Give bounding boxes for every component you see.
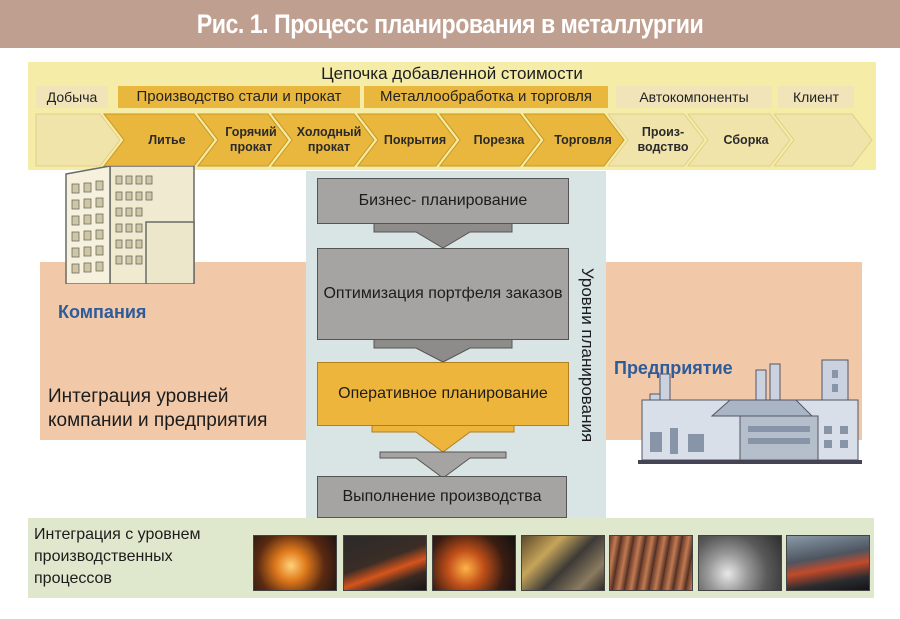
step-cutting: Порезка (473, 132, 525, 147)
enterprise-label: Предприятие (614, 358, 733, 378)
photo-steel-pipes (609, 535, 693, 591)
chain-arrow-production (606, 113, 705, 167)
arrow-down-1 (373, 221, 513, 249)
band-steel-production: Производство стали и прокат (118, 86, 360, 108)
value-chain-heading: Цепочка добавленной стоимости (321, 64, 583, 83)
chain-arrow-cutting (438, 113, 541, 167)
integration-band-left (40, 262, 306, 440)
band-client: Клиент (778, 86, 854, 108)
planning-levels-label: Уровни планирования (578, 267, 597, 443)
step-manufacturing: Произ- водство (637, 125, 689, 154)
office-building-icon (65, 166, 195, 284)
chain-arrow-cold-rolling (270, 113, 375, 167)
factory-icon (638, 359, 862, 464)
photo-furnace (432, 535, 516, 591)
band-metalworking-trade: Металлообработка и торговля (364, 86, 608, 108)
step-assembly: Сборка (723, 132, 769, 147)
box-business-planning: Бизнес- планирование (317, 178, 569, 224)
box-order-portfolio-optimization: Оптимизация портфеля заказов (317, 248, 569, 340)
chain-arrow-trade (522, 113, 625, 167)
company-label: Компания (58, 302, 147, 322)
step-casting: Литье (148, 132, 186, 147)
arrow-down-2 (373, 337, 513, 363)
photo-steel-coils (521, 535, 605, 591)
figure-title: Рис. 1. Процесс планирования в металлург… (196, 9, 704, 39)
box-operational-planning: Оперативное планирование (317, 362, 569, 426)
chain-arrow-coating (356, 113, 457, 167)
production-integration-text: Интеграция с уровнем производственных пр… (34, 526, 201, 587)
chain-arrow-hot-rolling (196, 113, 289, 167)
photo-assembly-line (786, 535, 870, 591)
band-auto-components: Автокомпоненты (616, 86, 772, 108)
step-hot-rolling: Горячий прокат (225, 125, 277, 154)
title-bar (0, 0, 900, 48)
box-production-execution: Выполнение производства (317, 476, 567, 518)
photo-factory-floor (698, 535, 782, 591)
step-coating: Покрытия (383, 132, 447, 147)
step-trade: Торговля (554, 132, 612, 147)
chain-arrow-assembly (686, 113, 791, 167)
step-cold-rolling: Холодный прокат (296, 125, 362, 154)
chain-arrow-end (772, 113, 873, 167)
integration-levels-text: Интеграция уровней компании и предприяти… (48, 386, 268, 431)
chain-arrow-start (35, 113, 121, 167)
arrow-down-4 (379, 451, 507, 479)
band-mining: Добыча (36, 86, 108, 108)
arrow-down-3 (371, 423, 515, 453)
photo-hot-rolling-mill (343, 535, 427, 591)
photo-molten-metal (253, 535, 337, 591)
